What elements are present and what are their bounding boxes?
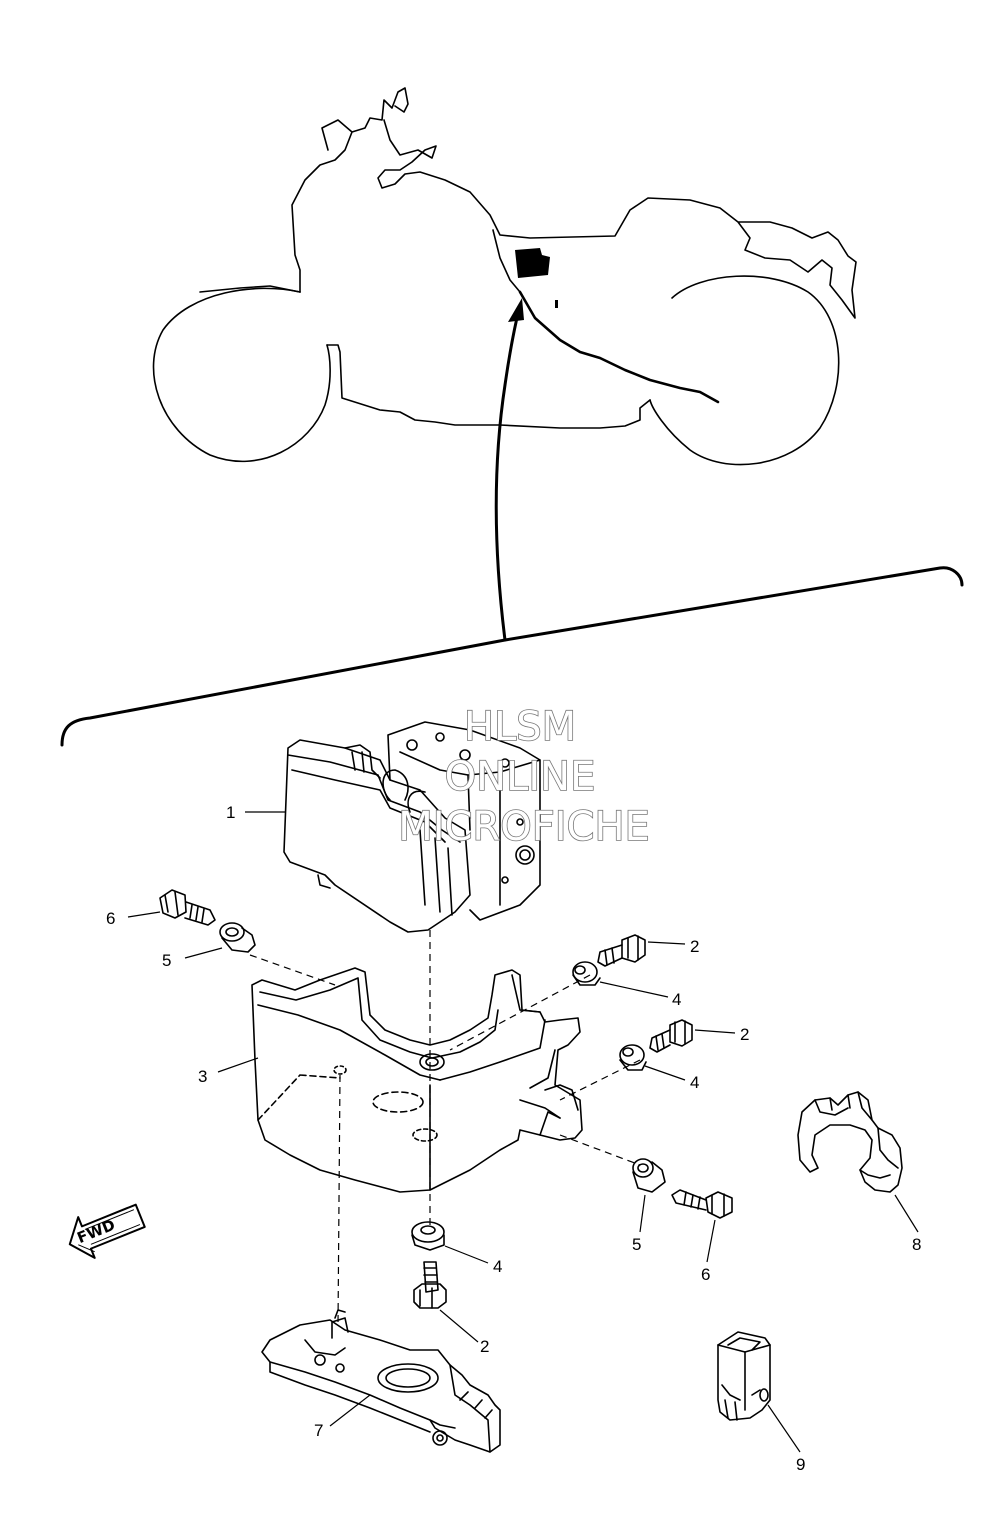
connector-9 bbox=[717, 1331, 771, 1421]
callout-9: 9 bbox=[796, 1455, 805, 1474]
alignment-lines bbox=[249, 930, 641, 1326]
front-wheel bbox=[152, 287, 331, 463]
plate-outline bbox=[261, 1319, 501, 1453]
bracket-slot bbox=[372, 1091, 424, 1113]
fwd-arrow-icon bbox=[68, 1203, 146, 1259]
location-leader-line bbox=[494, 303, 522, 642]
callout-2-lower: 2 bbox=[480, 1337, 489, 1356]
lower-frame bbox=[326, 344, 651, 429]
abs-location-marker bbox=[515, 248, 550, 278]
front-fender bbox=[199, 285, 301, 293]
watermark-line-3: MICROFICHE bbox=[398, 804, 650, 850]
abs-ecu-housing bbox=[283, 739, 471, 933]
callout-5-lower: 5 bbox=[632, 1235, 641, 1254]
bolt-6-lower bbox=[671, 1189, 733, 1219]
washer-4-upper bbox=[572, 961, 601, 986]
washer-4-middle bbox=[619, 1044, 647, 1071]
bolt-2-upper bbox=[597, 934, 646, 967]
callout-4-middle: 4 bbox=[690, 1073, 699, 1092]
callout-4-lower: 4 bbox=[493, 1257, 502, 1276]
callout-3: 3 bbox=[198, 1067, 207, 1086]
small-marker bbox=[555, 300, 558, 308]
callout-4-upper: 4 bbox=[672, 990, 681, 1009]
bolt-2-lower bbox=[413, 1261, 447, 1309]
callout-6-upper: 6 bbox=[106, 909, 115, 928]
bolt-2-middle bbox=[649, 1019, 693, 1053]
callout-6-lower: 6 bbox=[701, 1265, 710, 1284]
callout-7: 7 bbox=[314, 1421, 323, 1440]
abs-hydraulic-unit bbox=[283, 721, 541, 933]
callout-2-middle: 2 bbox=[740, 1025, 749, 1044]
watermark-line-1: HLSM bbox=[464, 704, 576, 750]
bracket-outline bbox=[251, 967, 583, 1193]
watermark-line-2: ONLINE bbox=[445, 754, 596, 800]
collar-5-upper bbox=[219, 922, 256, 953]
callout-5-upper: 5 bbox=[162, 951, 171, 970]
callout-labels: 1 6 5 2 4 2 3 4 8 5 6 4 2 7 9 bbox=[106, 803, 921, 1474]
motorcycle-silhouette bbox=[152, 87, 857, 466]
clamp-8 bbox=[797, 1091, 903, 1193]
plate-hole bbox=[377, 1363, 439, 1393]
rear-wheel bbox=[649, 275, 840, 466]
body-outline bbox=[291, 87, 857, 319]
leader-lines bbox=[127, 811, 919, 1453]
abs-connector bbox=[344, 744, 381, 779]
bolt-6-upper bbox=[159, 889, 216, 926]
abs-bracket bbox=[251, 967, 583, 1193]
wiring-harness bbox=[518, 290, 720, 404]
location-arrowhead bbox=[508, 298, 524, 322]
callout-1: 1 bbox=[226, 803, 235, 822]
tank-line bbox=[492, 229, 521, 293]
section-divider bbox=[60, 566, 964, 747]
watermark: HLSM ONLINE MICROFICHE bbox=[397, 703, 650, 851]
collar-5-lower bbox=[632, 1158, 666, 1193]
washer-4-lower bbox=[411, 1221, 445, 1251]
lower-plate bbox=[261, 1309, 501, 1453]
callout-8: 8 bbox=[912, 1235, 921, 1254]
callout-2-upper: 2 bbox=[690, 937, 699, 956]
